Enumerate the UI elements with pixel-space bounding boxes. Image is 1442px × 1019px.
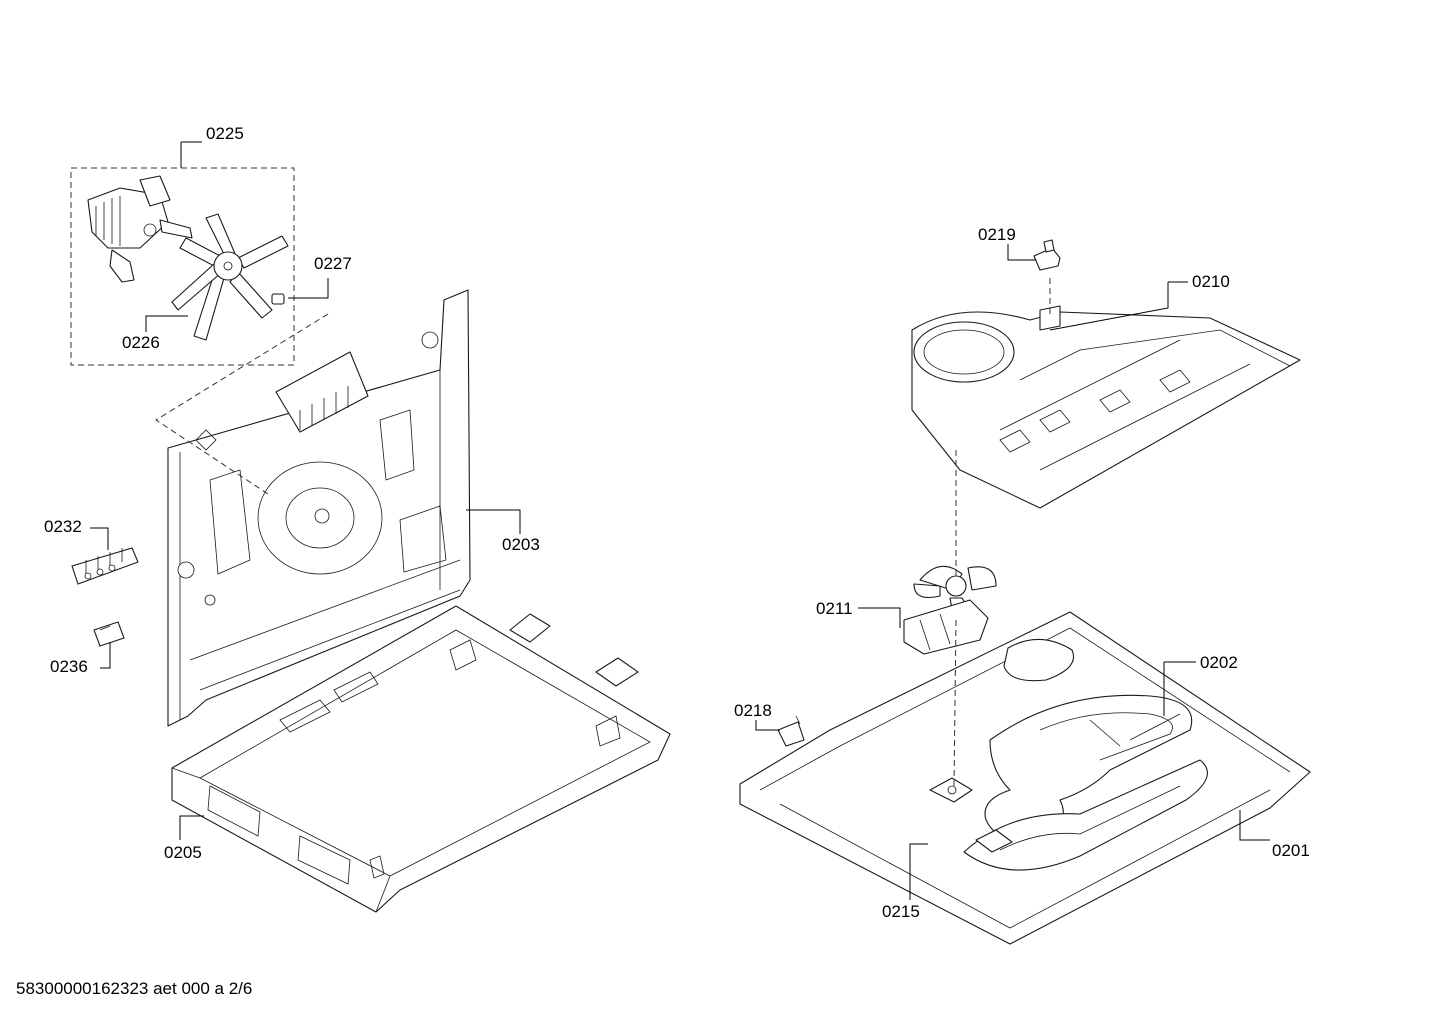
callout-0236: 0236 (50, 657, 88, 676)
base-tray-0205 (171, 605, 671, 913)
fan-motor-group-0225 (70, 167, 295, 366)
air-duct-0202 (963, 694, 1208, 871)
callout-0219: 0219 (978, 225, 1016, 244)
callout-0210: 0210 (1192, 272, 1230, 291)
bracket-0218 (777, 715, 805, 747)
callout-0203: 0203 (502, 535, 540, 554)
callout-0202: 0202 (1200, 653, 1238, 672)
callout-0232: 0232 (44, 517, 82, 536)
callout-0205: 0205 (164, 843, 202, 862)
rear-wall-0203 (167, 289, 471, 727)
callout-0227: 0227 (314, 254, 352, 273)
fan-motor (87, 175, 193, 283)
assembly-dash-lines (155, 278, 1051, 787)
clip-0236 (93, 621, 125, 647)
cooling-fan-0211 (903, 565, 997, 655)
callout-0218: 0218 (734, 701, 772, 720)
motor-mount-0215 (929, 777, 1013, 853)
callout-0201: 0201 (1272, 841, 1310, 860)
callout-0211: 0211 (816, 599, 853, 618)
thermostat-0219 (1033, 239, 1061, 271)
document-id-footer: 58300000162323 aet 000 a 2/6 (16, 979, 253, 998)
fan-nut (271, 293, 285, 305)
callout-0215: 0215 (882, 902, 920, 921)
leader-lines (90, 141, 1270, 900)
fan-blade (171, 213, 289, 341)
callout-0226: 0226 (122, 333, 160, 352)
terminal-block-0232 (71, 547, 139, 585)
fan-housing-0210 (911, 305, 1301, 509)
callout-0225: 0225 (206, 124, 244, 143)
